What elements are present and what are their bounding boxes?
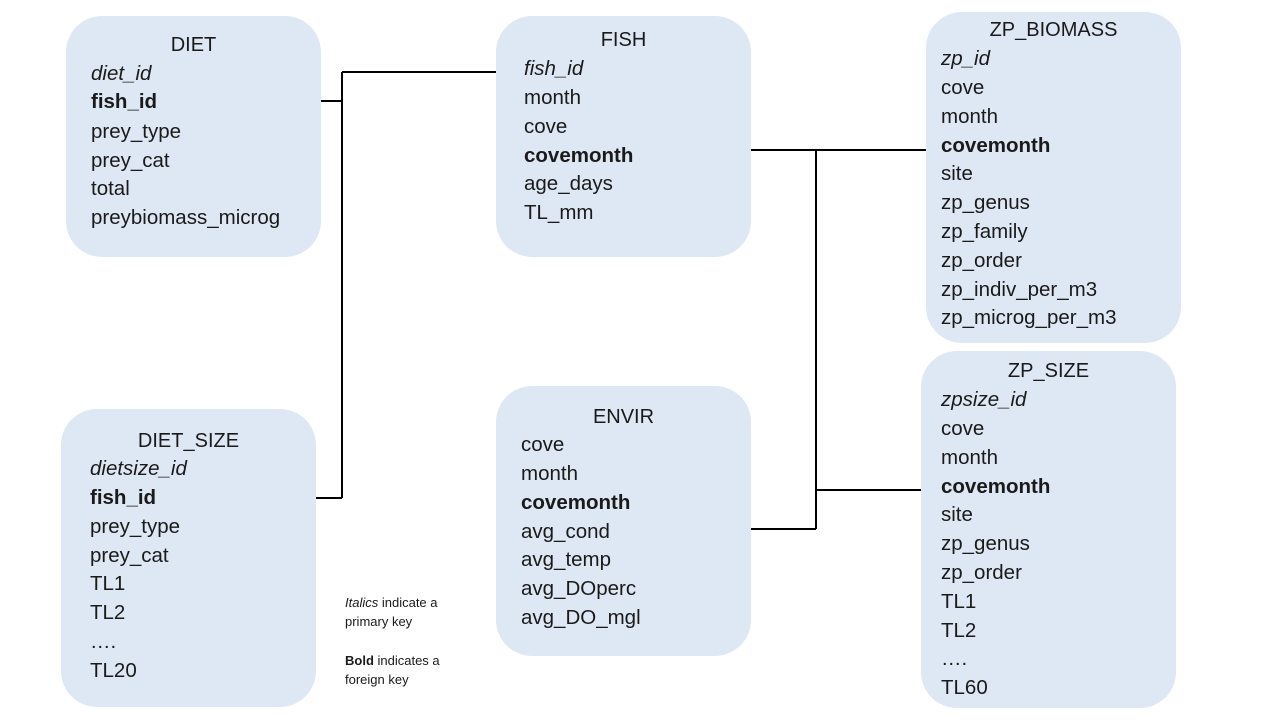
envir-field-cove: cove xyxy=(521,433,565,456)
zp-biomass-field-zp-genus: zp_genus xyxy=(941,191,1030,214)
zp-size-field-zp-genus: zp_genus xyxy=(941,532,1030,555)
zp-size-field-tl60: TL60 xyxy=(941,676,988,699)
zp-biomass-field-zp-order: zp_order xyxy=(941,249,1022,272)
envir-table-title: ENVIR xyxy=(592,406,655,428)
diet-size-field-prey-cat: prey_cat xyxy=(90,544,169,567)
fish-table: FISH fish_id month cove covemonth age_da… xyxy=(496,16,751,257)
zp-biomass-table: ZP_BIOMASS zp_id cove month covemonth si… xyxy=(926,12,1181,343)
diet-table-title: DIET xyxy=(170,34,217,56)
envir-field-covemonth: covemonth xyxy=(521,491,631,514)
zp-size-field-tl2: TL2 xyxy=(941,619,977,642)
legend-italics-text: indicate a primary key xyxy=(345,595,438,629)
legend-primary-key: Italics indicate a primary key xyxy=(345,593,475,631)
fish-field-tl-mm: TL_mm xyxy=(524,201,594,224)
fish-field-covemonth: covemonth xyxy=(524,144,634,167)
zp-biomass-field-month: month xyxy=(941,105,998,128)
legend-bold-text: indicates a foreign key xyxy=(345,653,440,687)
zp-biomass-field-zp-family: zp_family xyxy=(941,220,1028,243)
diet-size-field-prey-type: prey_type xyxy=(90,515,181,538)
diet-size-table-title: DIET_SIZE xyxy=(137,430,240,452)
fish-field-month: month xyxy=(524,86,581,109)
diet-field-prey-type: prey_type xyxy=(91,120,182,143)
envir-field-avg-temp: avg_temp xyxy=(521,548,612,571)
zp-biomass-table-title: ZP_BIOMASS xyxy=(989,19,1118,41)
diet-field-preybiomass: preybiomass_microg xyxy=(91,206,281,229)
diet-size-field-fish-id: fish_id xyxy=(90,486,157,509)
diet-field-fish-id: fish_id xyxy=(91,90,158,113)
zp-biomass-field-zp-id: zp_id xyxy=(941,47,991,70)
envir-field-avg-doperc: avg_DOperc xyxy=(521,577,637,600)
fish-field-fish-id: fish_id xyxy=(524,57,584,80)
fish-table-title: FISH xyxy=(600,29,647,51)
envir-table: ENVIR cove month covemonth avg_cond avg_… xyxy=(496,386,751,656)
envir-field-month: month xyxy=(521,462,578,485)
legend-italics-word: Italics xyxy=(345,595,379,610)
legend-foreign-key: Bold indicates a foreign key xyxy=(345,651,475,689)
zp-size-field-zp-order: zp_order xyxy=(941,561,1022,584)
envir-field-avg-do-mgl: avg_DO_mgl xyxy=(521,606,641,629)
diet-size-field-dietsize-id: dietsize_id xyxy=(90,457,187,480)
zp-biomass-field-covemonth: covemonth xyxy=(941,134,1051,157)
zp-biomass-field-site: site xyxy=(941,162,973,185)
fish-field-age-days: age_days xyxy=(524,172,613,195)
zp-size-field-ellipsis: …. xyxy=(941,647,968,670)
zp-biomass-field-zp-microg: zp_microg_per_m3 xyxy=(941,306,1117,329)
zp-size-field-covemonth: covemonth xyxy=(941,475,1051,498)
zp-size-field-zpsize-id: zpsize_id xyxy=(941,388,1027,411)
zp-size-field-month: month xyxy=(941,446,998,469)
diet-size-field-tl20: TL20 xyxy=(90,659,137,682)
zp-size-field-cove: cove xyxy=(941,417,985,440)
zp-size-table-title: ZP_SIZE xyxy=(1007,360,1090,382)
diet-field-total: total xyxy=(91,177,130,200)
envir-field-avg-cond: avg_cond xyxy=(521,520,610,543)
diet-size-field-tl1: TL1 xyxy=(90,572,126,595)
diet-size-field-tl2: TL2 xyxy=(90,601,126,624)
diet-size-table: DIET_SIZE dietsize_id fish_id prey_type … xyxy=(61,409,316,707)
legend-bold-word: Bold xyxy=(345,653,374,668)
zp-size-table: ZP_SIZE zpsize_id cove month covemonth s… xyxy=(921,351,1176,708)
zp-size-field-site: site xyxy=(941,503,973,526)
diet-field-prey-cat: prey_cat xyxy=(91,149,170,172)
zp-biomass-field-zp-indiv: zp_indiv_per_m3 xyxy=(941,278,1098,301)
zp-biomass-field-cove: cove xyxy=(941,76,985,99)
diet-field-diet-id: diet_id xyxy=(91,62,152,85)
diet-size-field-ellipsis: …. xyxy=(90,630,117,653)
diet-table: DIET diet_id fish_id prey_type prey_cat … xyxy=(66,16,321,257)
zp-size-field-tl1: TL1 xyxy=(941,590,977,613)
fish-field-cove: cove xyxy=(524,115,568,138)
